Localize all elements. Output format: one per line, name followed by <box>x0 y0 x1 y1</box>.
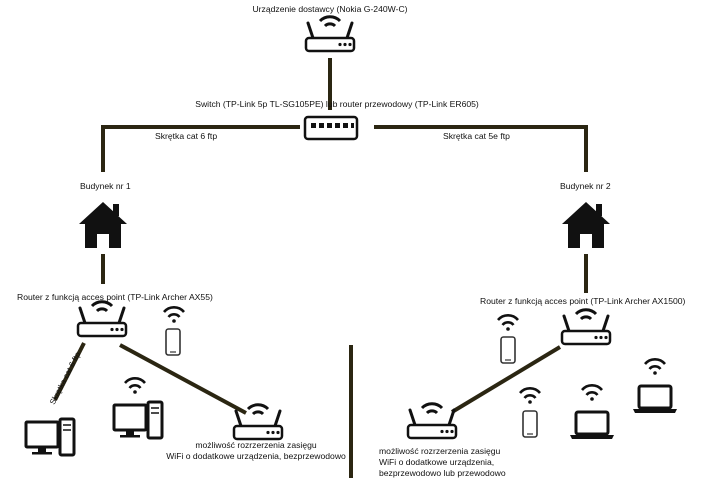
extender2-caption-line1: możliwość rozrzerzenia zasięgu <box>379 446 501 456</box>
laptop2-wifi-icon <box>643 358 667 377</box>
router1-label: Router z funkcją acces point (TP-Link Ar… <box>17 292 213 302</box>
desktop-pc-wireless-icon <box>112 400 164 440</box>
extender2-caption-line2: WiFi o dodatkowe urządzenia, <box>379 457 495 467</box>
smartphone3-icon <box>522 410 538 438</box>
laptop1-wifi-icon <box>580 384 604 403</box>
switch-to-building1-cable <box>101 125 300 172</box>
smartphone1-icon <box>165 328 181 356</box>
laptop2-icon <box>631 384 679 415</box>
switch-label: Switch (TP-Link 5p TL-SG105PE) lub route… <box>195 99 479 109</box>
router2-to-extender-line <box>450 345 562 414</box>
router2-icon <box>560 308 612 346</box>
router1-to-pc-cable <box>53 342 86 401</box>
extender2-caption-line3: bezprzewodowo lub przewodowo <box>379 468 506 478</box>
phone1-wifi-icon <box>162 306 186 325</box>
building1-house-icon <box>79 202 127 248</box>
building2-label: Budynek nr 2 <box>560 181 611 191</box>
isp-router-icon <box>304 15 356 53</box>
laptop1-icon <box>568 410 616 441</box>
cable-left-label: Skrętka cat 6 ftp <box>155 131 218 141</box>
building1-label: Budynek nr 1 <box>80 181 131 191</box>
desktop1-wifi-icon <box>123 377 147 396</box>
switch-to-building2-cable <box>374 125 588 172</box>
cable-right-label: Skrętka cat 5e ftp <box>443 131 510 141</box>
isp-device-label: Urządzenie dostawcy (Nokia G-240W-C) <box>252 4 408 14</box>
connection-lines <box>53 58 588 478</box>
extender1-caption-line1: możliwość rozrzerzenia zasięgu <box>195 440 317 450</box>
switch-icon <box>303 115 359 141</box>
smartphone2-icon <box>500 336 516 364</box>
desktop-pc-wired-icon <box>24 417 76 457</box>
router2-label: Router z funkcją acces point (TP-Link Ar… <box>480 296 686 306</box>
router1-to-extender-line <box>119 343 247 415</box>
extender2-router-icon <box>406 402 458 440</box>
extender1-caption-line2: WiFi o dodatkowe urządzenia, bezprzewodo… <box>166 451 346 461</box>
phone3-wifi-icon <box>518 387 542 406</box>
phone2-wifi-icon <box>496 314 520 333</box>
building2-house-icon <box>562 202 610 248</box>
router1-icon <box>76 300 128 338</box>
